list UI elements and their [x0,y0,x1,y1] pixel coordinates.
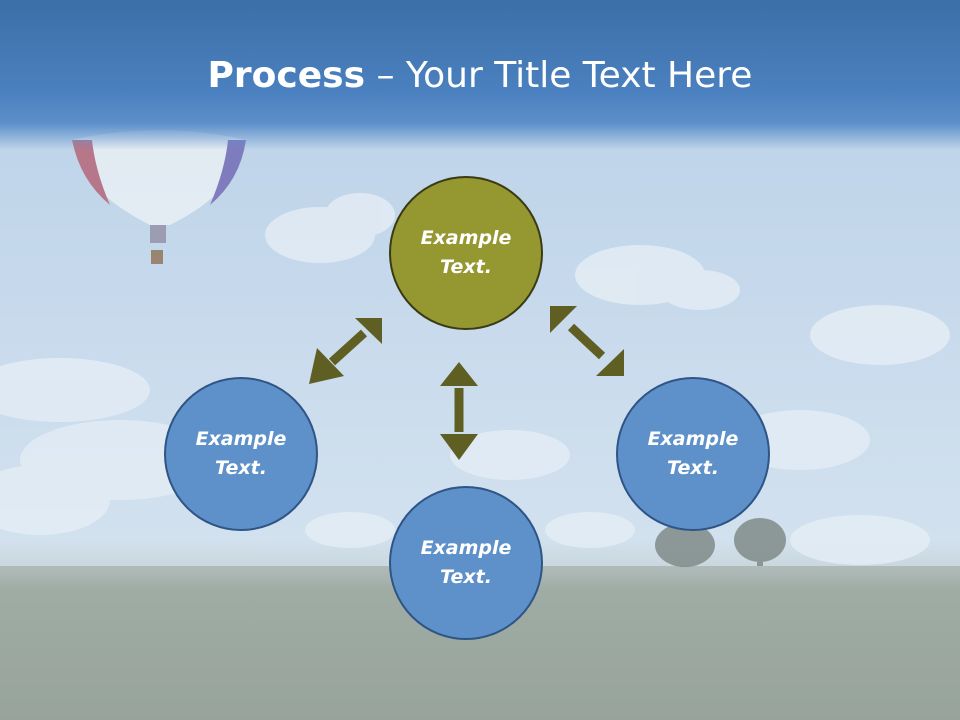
trees [655,518,786,567]
node-right-line2: Text. [667,457,719,479]
process-node-right: Example Text. [616,377,770,531]
process-node-bottom: Example Text. [389,486,543,640]
process-node-left: Example Text. [164,377,318,531]
hot-air-balloon-image [72,130,246,264]
clouds [0,193,950,565]
title-rest: – Your Title Text Here [365,55,753,96]
slide-title: Process – Your Title Text Here [0,52,960,100]
node-bottom-line2: Text. [440,566,492,588]
arrow-top-right [567,323,606,360]
node-bottom-line1: Example [420,537,512,559]
node-left-line2: Text. [215,457,267,479]
title-bold: Process [207,55,366,96]
node-left-line1: Example [195,428,287,450]
node-right-line1: Example [647,428,739,450]
arrow-top-left [328,329,368,366]
title-bar [0,0,960,150]
node-top-line2: Text. [440,256,492,278]
process-node-top: Example Text. [389,176,543,330]
node-top-line1: Example [420,227,512,249]
